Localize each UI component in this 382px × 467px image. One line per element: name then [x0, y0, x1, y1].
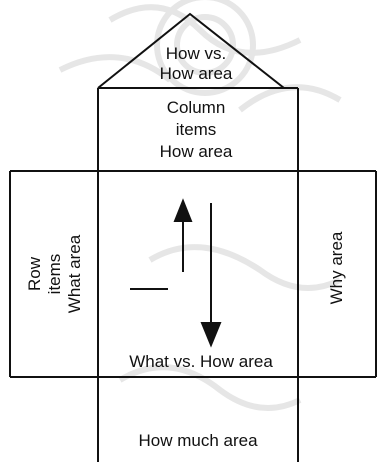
column-label-line3: How area — [160, 142, 233, 161]
roof-label-line2: How area — [160, 64, 233, 83]
bottom-label: How much area — [138, 431, 258, 450]
up-arrow-icon — [173, 198, 193, 222]
row-label-line3: What area — [65, 234, 84, 313]
background-watermark — [58, 0, 342, 411]
row-label: Row items What area — [25, 234, 84, 313]
row-label-line1: Row — [25, 256, 44, 291]
direction-marks — [130, 198, 222, 348]
roof-label-line1: How vs. — [166, 44, 226, 63]
frame-lines — [9, 12, 377, 462]
why-label: Why area — [327, 231, 346, 304]
down-arrow-icon — [200, 322, 222, 348]
column-label-line1: Column — [167, 98, 226, 117]
roof-outline — [97, 12, 285, 89]
center-label: What vs. How area — [129, 352, 273, 371]
row-label-line2: items — [45, 254, 64, 295]
column-label-line2: items — [176, 120, 217, 139]
why-label-text: Why area — [327, 231, 346, 304]
